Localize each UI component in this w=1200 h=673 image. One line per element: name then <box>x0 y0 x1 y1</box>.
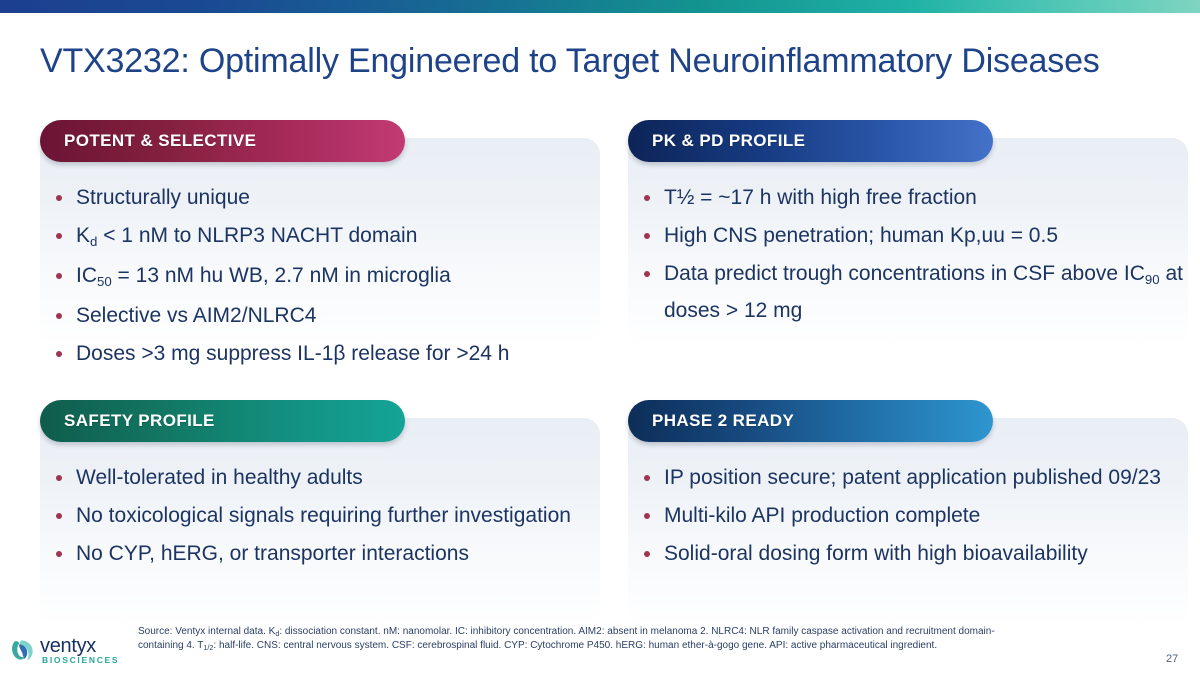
bullet-item: Selective vs AIM2/NLRC4 <box>48 298 596 333</box>
header-label: SAFETY PROFILE <box>64 411 215 430</box>
header-label: PHASE 2 READY <box>652 411 795 430</box>
text-run: T½ = ~17 h with high free fraction <box>664 186 977 209</box>
logo-tagline: BIOSCIENCES <box>42 655 120 665</box>
text-run: Data predict trough concentrations in CS… <box>664 262 1145 285</box>
text-run: Selective vs AIM2/NLRC4 <box>76 304 317 327</box>
bullet-item: No toxicological signals requiring furth… <box>48 498 596 533</box>
text-run: < 1 nM to NLRP3 NACHT domain <box>97 224 418 247</box>
text-run: K <box>76 224 91 247</box>
text-run: No toxicological signals requiring furth… <box>76 504 571 527</box>
bullet-item: IP position secure; patent application p… <box>636 460 1184 495</box>
header-pill-phase-2-ready: PHASE 2 READY <box>628 400 993 442</box>
text-run: = 13 nM hu WB, 2.7 nM in microglia <box>111 264 451 287</box>
ventyx-logo: ventyx BIOSCIENCES <box>10 635 130 669</box>
text-run: : half-life. CNS: central nervous system… <box>213 639 938 651</box>
bullet-item: Well-tolerated in healthy adults <box>48 460 596 495</box>
bullet-item: High CNS penetration; human Kp,uu = 0.5 <box>636 218 1184 253</box>
bullet-item: Doses >3 mg suppress IL-1β release for >… <box>48 336 596 371</box>
header-label: PK & PD PROFILE <box>652 131 806 150</box>
text-run: Source: Ventyx internal data. K <box>138 626 276 637</box>
card-pk-pd-profile: PK & PD PROFILE T½ = ~17 h with high fre… <box>628 120 1188 348</box>
bullet-item: Structurally unique <box>48 180 596 215</box>
subscript-text: d <box>90 234 98 250</box>
page-number: 27 <box>1166 653 1179 665</box>
bullet-item: Kd < 1 nM to NLRP3 NACHT domain <box>48 218 596 255</box>
bullet-item: Data predict trough concentrations in CS… <box>636 256 1184 328</box>
bullet-item: IC50 = 13 nM hu WB, 2.7 nM in microglia <box>48 258 596 295</box>
bullet-item: Solid-oral dosing form with high bioavai… <box>636 536 1184 571</box>
bullet-item: No CYP, hERG, or transporter interaction… <box>48 536 596 571</box>
footnote-source: Source: Ventyx internal data. Kd: dissoc… <box>138 625 1018 652</box>
bullet-item: T½ = ~17 h with high free fraction <box>636 180 1184 215</box>
card-panel <box>40 138 600 348</box>
bullet-item: Multi-kilo API production complete <box>636 498 1184 533</box>
header-pill-safety-profile: SAFETY PROFILE <box>40 400 405 442</box>
text-run: Well-tolerated in healthy adults <box>76 466 363 489</box>
text-run: High CNS penetration; human Kp,uu = 0.5 <box>664 224 1058 247</box>
top-gradient-bar <box>0 0 1200 13</box>
page-title: VTX3232: Optimally Engineered to Target … <box>40 42 1100 80</box>
text-run: : dissociation constant. nM: nanomolar. … <box>138 626 995 651</box>
text-run: Structurally unique <box>76 186 250 209</box>
text-run: IC <box>76 264 97 287</box>
subscript-text: 50 <box>97 274 112 290</box>
text-run: Solid-oral dosing form with high bioavai… <box>664 542 1088 565</box>
subscript-text: 1/2 <box>203 642 214 652</box>
bullet-list-safety: Well-tolerated in healthy adults No toxic… <box>48 460 596 571</box>
ventyx-swirl-icon <box>10 638 38 664</box>
card-safety-profile: SAFETY PROFILE Well-tolerated in healthy… <box>40 400 600 628</box>
header-pill-pk-pd-profile: PK & PD PROFILE <box>628 120 993 162</box>
logo-wordmark: ventyx <box>40 635 97 657</box>
card-phase-2-ready: PHASE 2 READY IP position secure; patent… <box>628 400 1188 628</box>
bullet-list-phase2: IP position secure; patent application p… <box>636 460 1184 571</box>
subscript-text: d <box>275 629 280 639</box>
text-run: No CYP, hERG, or transporter interaction… <box>76 542 469 565</box>
text-run: Doses >3 mg suppress IL-1β release for >… <box>76 342 510 365</box>
subscript-text: 90 <box>1144 272 1160 288</box>
card-panel <box>628 418 1188 628</box>
card-panel <box>628 138 1188 348</box>
text-run: Multi-kilo API production complete <box>664 504 981 527</box>
text-run: at doses > 12 mg <box>664 262 1183 322</box>
header-label: POTENT & SELECTIVE <box>64 131 257 150</box>
card-panel <box>40 418 600 628</box>
header-pill-potent-selective: POTENT & SELECTIVE <box>40 120 405 162</box>
text-run: IP position secure; patent application p… <box>664 466 1161 489</box>
